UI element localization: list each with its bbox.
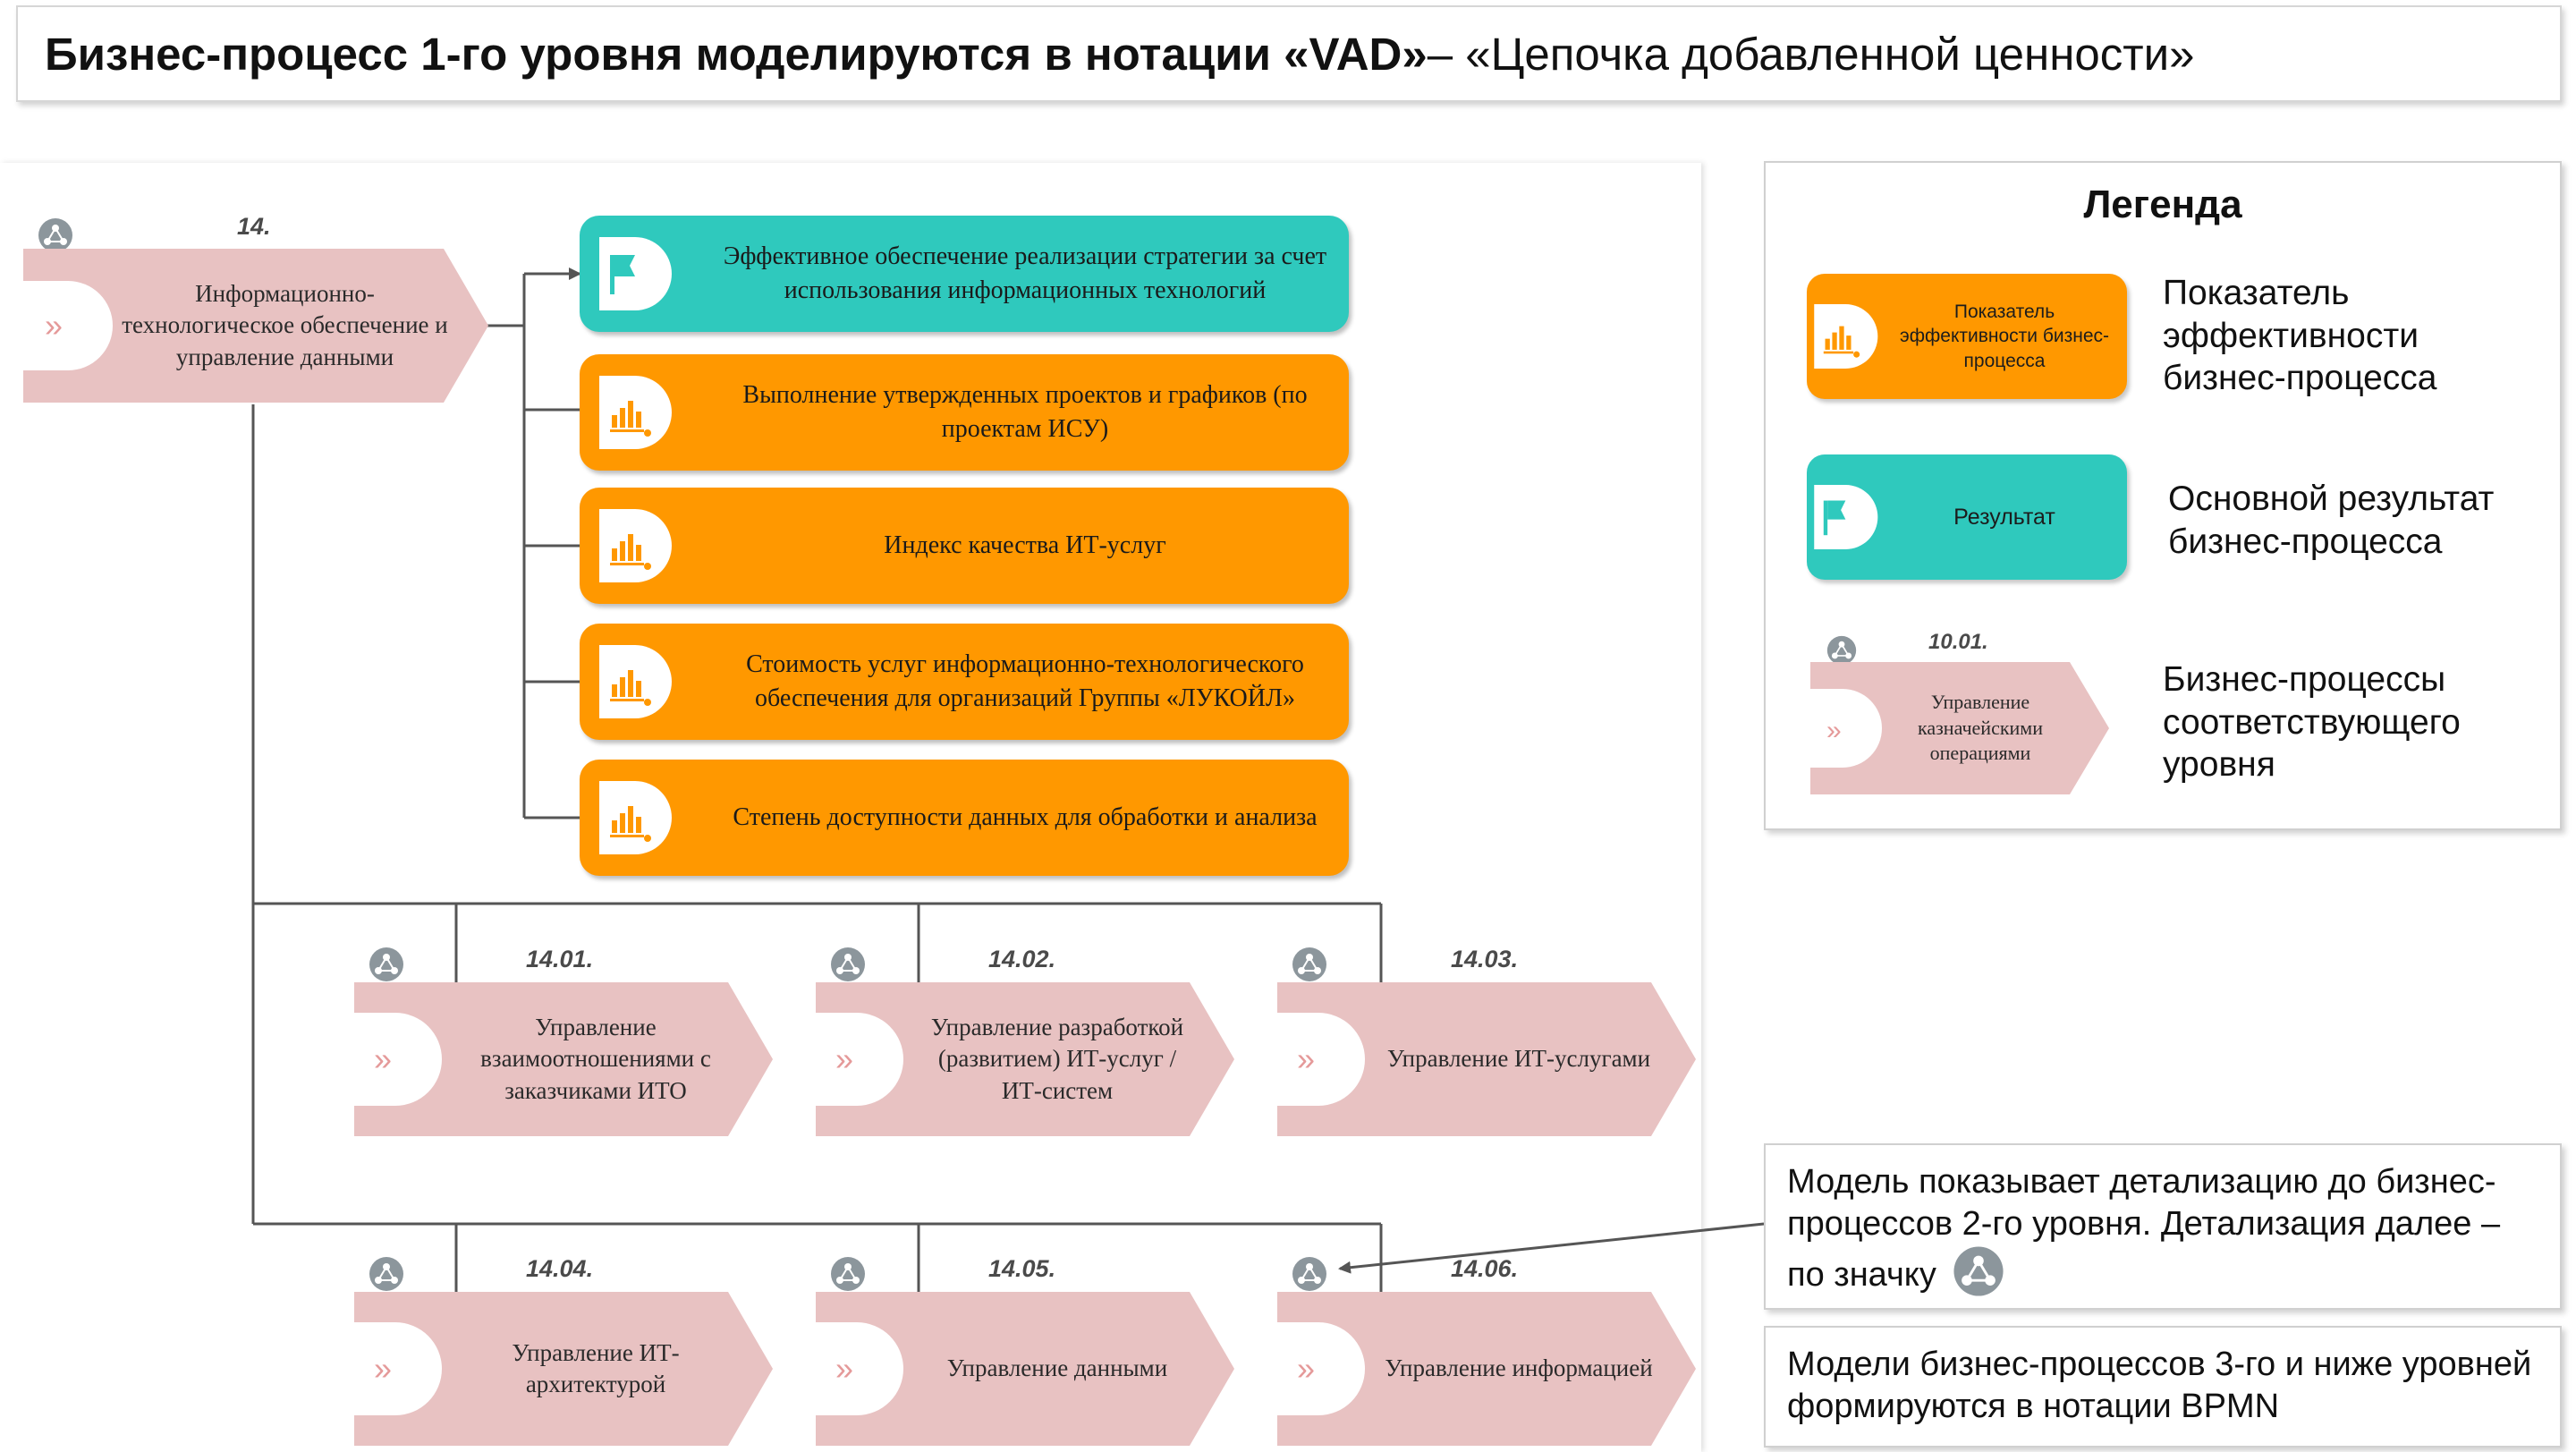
hierarchy-network-icon	[1953, 1245, 2004, 1308]
process-label: Управление ИТ-архитектурой	[512, 1338, 680, 1397]
process-number: 14.01.	[526, 946, 594, 972]
bar-chart-icon	[599, 376, 676, 454]
process-label: Управление взаимоотношениями с заказчика…	[480, 1014, 711, 1104]
process-label: Управление информацией	[1385, 1354, 1653, 1382]
svg-text:»: »	[1297, 1350, 1315, 1387]
hierarchy-network-icon[interactable]	[830, 947, 866, 987]
process-label: Управление данными	[946, 1354, 1168, 1382]
legend-kpi-swatch: Показатель эффективности бизнес-процесса	[1807, 274, 2127, 399]
hierarchy-network-icon[interactable]	[1292, 947, 1327, 987]
hierarchy-network-icon[interactable]	[38, 217, 73, 258]
legend-kpi-swatch-text: Показатель эффективности бизнес-процесса	[1900, 301, 2109, 371]
process-number: 14.06.	[1451, 1255, 1519, 1282]
legend-result-swatch-text: Результат	[1953, 504, 2055, 530]
note-pointer-arrow	[1338, 1222, 1765, 1274]
page-title: Бизнес-процесс 1-го уровня моделируются …	[16, 5, 2562, 102]
legend-process-swatch-text: Управление казначейскими операциями	[1918, 691, 2043, 765]
kpi-text: Выполнение утвержденных проектов и графи…	[742, 381, 1308, 443]
process-number: 14.02.	[988, 946, 1056, 972]
process-label: Информационно-технологическое обеспечени…	[122, 280, 448, 370]
kpi-bar[interactable]: Выполнение утвержденных проектов и графи…	[580, 354, 1349, 471]
kpi-bar[interactable]: Стоимость услуг информационно-технологич…	[580, 624, 1349, 740]
bar-chart-icon	[599, 645, 676, 723]
kpi-text: Стоимость услуг информационно-технологич…	[746, 650, 1304, 712]
legend-process-desc: Бизнес-процессы соответствующего уровня	[2163, 660, 2461, 785]
kpi-text: Индекс качества ИТ-услуг	[884, 531, 1166, 560]
process-label: Управление разработкой (развитием) ИТ-ус…	[930, 1014, 1184, 1104]
kpi-bar[interactable]: Степень доступности данных для обработки…	[580, 760, 1349, 876]
process-number: 14.05.	[988, 1255, 1056, 1282]
kpi-text: Степень доступности данных для обработки…	[733, 803, 1318, 832]
legend-result-swatch: Результат	[1807, 454, 2127, 580]
title-bold: Бизнес-процесс 1-го уровня моделируются …	[45, 28, 1428, 80]
hierarchy-network-icon[interactable]	[830, 1256, 866, 1296]
hierarchy-network-icon	[1826, 635, 1857, 670]
svg-text:»: »	[1826, 716, 1842, 745]
svg-text:»: »	[374, 1040, 392, 1077]
vad-process-14[interactable]: » Информационно-технологическое обеспече…	[23, 249, 488, 403]
bar-chart-icon	[599, 509, 676, 587]
legend-kpi-desc: Показатель эффективности бизнес-процесса	[2163, 274, 2437, 398]
svg-text:»: »	[835, 1040, 853, 1077]
hierarchy-network-icon[interactable]	[369, 1256, 404, 1296]
process-label: Управление ИТ-услугами	[1386, 1045, 1651, 1073]
note-detail-text: Модель показывает детализацию до бизнес-…	[1787, 1163, 2501, 1295]
title-normal: – «Цепочка добавленной ценности»	[1427, 28, 2195, 80]
svg-text:»: »	[45, 307, 63, 344]
svg-text:»: »	[835, 1350, 853, 1387]
vad-process-14-03[interactable]: » Управление ИТ-услугами	[1277, 982, 1696, 1136]
svg-text:»: »	[374, 1350, 392, 1387]
process-number: 14.03.	[1451, 946, 1519, 972]
vad-process-14-04[interactable]: » Управление ИТ-архитектурой	[354, 1292, 773, 1446]
process-number: 14.	[237, 213, 271, 240]
kpi-bar[interactable]: Индекс качества ИТ-услуг	[580, 488, 1349, 604]
note-detail: Модель показывает детализацию до бизнес-…	[1764, 1143, 2562, 1310]
result-text: Эффективное обеспечение реализации страт…	[723, 242, 1327, 304]
vad-process-14-05[interactable]: » Управление данными	[816, 1292, 1234, 1446]
hierarchy-network-icon[interactable]	[369, 947, 404, 987]
vad-process-14-06[interactable]: » Управление информацией	[1277, 1292, 1696, 1446]
hierarchy-network-icon[interactable]	[1292, 1256, 1327, 1296]
legend-title: Легенда	[2083, 183, 2242, 226]
process-number: 14.04.	[526, 1255, 594, 1282]
svg-text:»: »	[1297, 1040, 1315, 1077]
legend-panel: Легенда Показатель эффективности бизнес-…	[1764, 161, 2562, 830]
vad-process-14-02[interactable]: » Управление разработкой (развитием) ИТ-…	[816, 982, 1234, 1136]
bar-chart-icon	[599, 781, 676, 859]
flag-icon	[599, 237, 676, 315]
bar-chart-icon	[1814, 304, 1882, 373]
legend-process-swatch: » Управление казначейскими операциями	[1810, 662, 2109, 794]
legend-result-desc: Основной результат бизнес-процесса	[2168, 480, 2495, 561]
note-bpmn-text: Модели бизнес-процессов 3-го и ниже уров…	[1787, 1346, 2532, 1426]
legend-process-number: 10.01.	[1928, 630, 1988, 654]
note-bpmn: Модели бизнес-процессов 3-го и ниже уров…	[1764, 1326, 2562, 1448]
result-bar[interactable]: Эффективное обеспечение реализации страт…	[580, 216, 1349, 332]
vad-process-14-01[interactable]: » Управление взаимоотношениями с заказчи…	[354, 982, 773, 1136]
flag-icon	[1814, 485, 1882, 554]
